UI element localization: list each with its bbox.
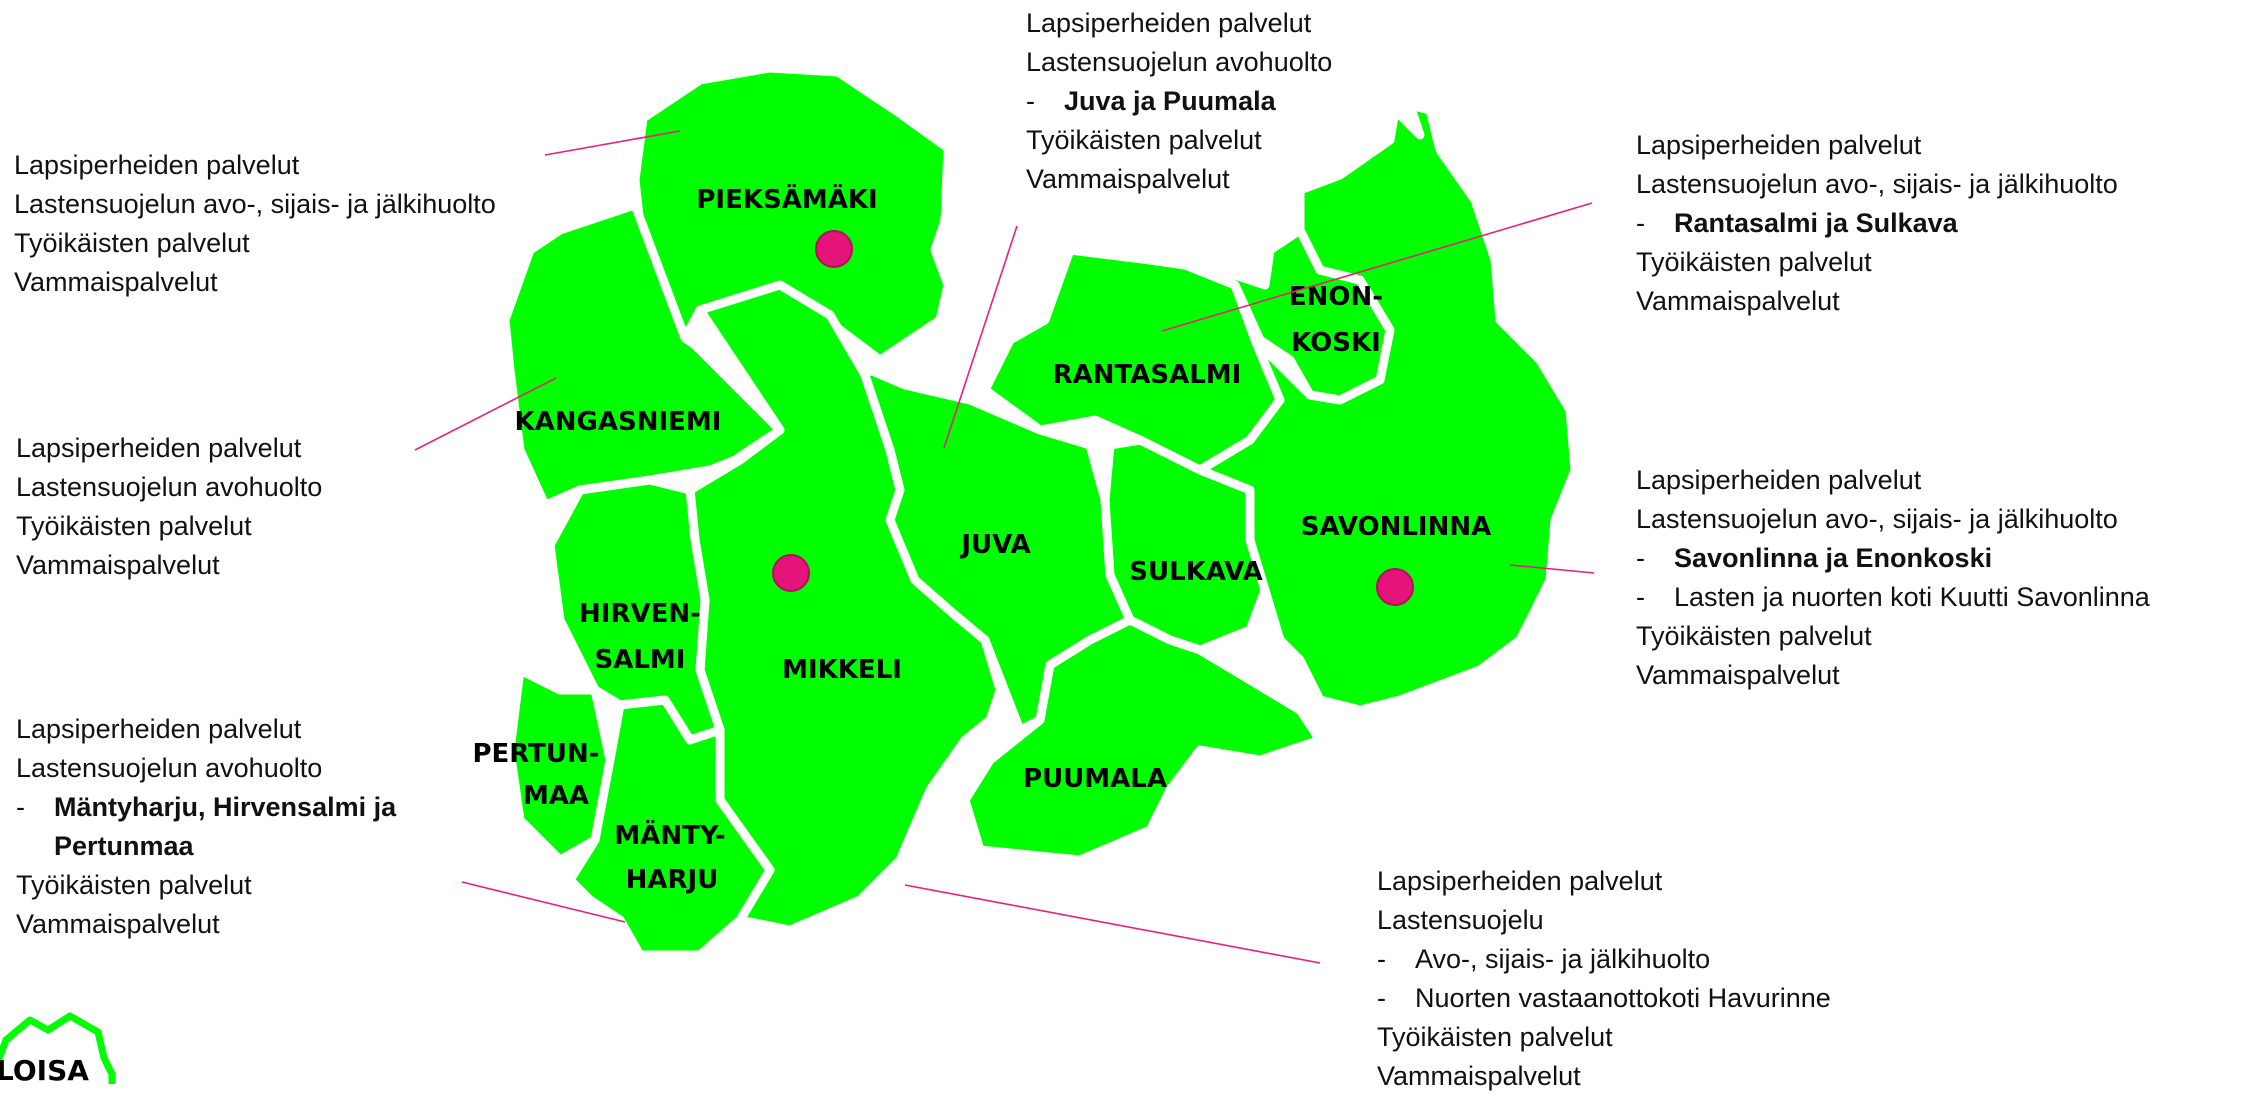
note-bullet-line: -Juva ja Puumala xyxy=(1026,82,1332,121)
region-labels: PIEKSÄMÄKI KANGASNIEMI HIRVEN- SALMI PER… xyxy=(472,183,1491,895)
note-pieksamaki: Lapsiperheiden palvelut Lastensuojelun a… xyxy=(14,146,496,302)
note-bold-text: Rantasalmi ja Sulkava xyxy=(1674,208,1958,238)
note-bullet-line: -Mäntyharju, Hirvensalmi ja xyxy=(16,788,396,827)
note-rantasalmi: Lapsiperheiden palvelut Lastensuojelun a… xyxy=(1636,126,2118,321)
label-hirvensalmi-1: HIRVEN- xyxy=(579,599,701,629)
note-bullet-line: -Savonlinna ja Enonkoski xyxy=(1636,539,2150,578)
label-mantyharju-2: HARJU xyxy=(626,865,719,895)
note-line: Lastensuojelun avo-, sijais- ja jälkihuo… xyxy=(1636,169,2118,199)
note-line: Lapsiperheiden palvelut xyxy=(1377,866,1663,896)
note-bold-continuation: Pertunmaa xyxy=(54,831,194,861)
logo-text: LOISA xyxy=(0,1054,89,1084)
logo-outline-shape xyxy=(0,1012,116,1084)
label-savonlinna: SAVONLINNA xyxy=(1301,512,1492,542)
leader-juva xyxy=(943,225,1018,449)
leader-lines xyxy=(414,130,1595,964)
dash: - xyxy=(1377,944,1386,974)
note-line: Lapsiperheiden palvelut xyxy=(1636,465,1922,495)
note-bullet-text: Lasten ja nuorten koti Kuutti Savonlinna xyxy=(1674,582,2150,612)
label-mikkeli: MIKKELI xyxy=(782,655,902,685)
note-line: Vammaispalvelut xyxy=(16,550,220,580)
note-line: Lastensuojelun avo-, sijais- ja jälkihuo… xyxy=(14,189,496,219)
label-mantyharju-1: MÄNTY- xyxy=(614,819,725,851)
note-bullet-line: -Lasten ja nuorten koti Kuutti Savonlinn… xyxy=(1636,578,2150,617)
label-juva: JUVA xyxy=(959,530,1030,560)
leader-savonlinna xyxy=(1509,564,1595,574)
leader-rantasalmi xyxy=(1161,202,1593,332)
note-line: Vammaispalvelut xyxy=(1026,164,1230,194)
city-marker-pieksamaki xyxy=(815,230,853,268)
note-kangasniemi: Lapsiperheiden palvelut Lastensuojelun a… xyxy=(16,429,322,585)
note-juva: Lapsiperheiden palvelut Lastensuojelun a… xyxy=(1026,4,1332,199)
note-bold-text: Juva ja Puumala xyxy=(1064,86,1276,116)
leader-kangasniemi xyxy=(414,377,557,451)
regions xyxy=(500,63,1580,960)
note-bold-text: Savonlinna ja Enonkoski xyxy=(1674,543,1993,573)
note-line: Vammaispalvelut xyxy=(1377,1061,1581,1091)
note-line: Lastensuojelun avohuolto xyxy=(16,472,323,502)
leader-mikkeli xyxy=(904,884,1321,964)
dash: - xyxy=(1377,983,1386,1013)
leader-pieksamaki xyxy=(544,130,681,156)
note-line: Lapsiperheiden palvelut xyxy=(1026,8,1312,38)
note-bold-text: Mäntyharju, Hirvensalmi ja xyxy=(54,792,397,822)
label-enonkoski-1: ENON- xyxy=(1289,282,1383,312)
label-sulkava: SULKAVA xyxy=(1129,557,1262,587)
note-mantyharju: Lapsiperheiden palvelut Lastensuojelun a… xyxy=(16,710,396,944)
label-hirvensalmi-2: SALMI xyxy=(595,645,686,675)
note-line: Lapsiperheiden palvelut xyxy=(14,150,300,180)
note-line: Vammaispalvelut xyxy=(16,909,220,939)
note-bullet-line: -Avo-, sijais- ja jälkihuolto xyxy=(1377,940,1831,979)
label-rantasalmi: RANTASALMI xyxy=(1053,360,1242,390)
note-mikkeli: Lapsiperheiden palvelut Lastensuojelu -A… xyxy=(1377,862,1831,1096)
note-line: Lastensuojelun avohuolto xyxy=(16,753,323,783)
note-line: Lastensuojelun avo-, sijais- ja jälkihuo… xyxy=(1636,504,2118,534)
dash: - xyxy=(1636,543,1645,573)
region-savonlinna[interactable] xyxy=(1195,100,1580,715)
note-line: Työikäisten palvelut xyxy=(14,228,250,258)
dash: - xyxy=(16,792,25,822)
note-bullet-text: Nuorten vastaanottokoti Havurinne xyxy=(1415,983,1831,1013)
note-line: Lapsiperheiden palvelut xyxy=(16,433,302,463)
note-line: Työikäisten palvelut xyxy=(1377,1022,1613,1052)
note-line: Lastensuojelu xyxy=(1377,905,1544,935)
note-line: Vammaispalvelut xyxy=(1636,286,1840,316)
dash: - xyxy=(1026,86,1035,116)
note-line: Työikäisten palvelut xyxy=(1026,125,1262,155)
note-line: Lapsiperheiden palvelut xyxy=(16,714,302,744)
label-pertunmaa-2: MAA xyxy=(523,781,589,811)
label-pertunmaa-1: PERTUN- xyxy=(472,739,599,769)
note-line: Työikäisten palvelut xyxy=(16,511,252,541)
label-enonkoski-2: KOSKI xyxy=(1291,328,1381,358)
city-marker-mikkeli xyxy=(772,554,810,592)
note-line: Työikäisten palvelut xyxy=(1636,247,1872,277)
note-line: Työikäisten palvelut xyxy=(1636,621,1872,651)
note-line: Vammaispalvelut xyxy=(1636,660,1840,690)
label-pieksamaki: PIEKSÄMÄKI xyxy=(696,183,877,215)
leader-mantyharju xyxy=(461,881,626,923)
note-bullet-line: -Rantasalmi ja Sulkava xyxy=(1636,204,2118,243)
note-savonlinna: Lapsiperheiden palvelut Lastensuojelun a… xyxy=(1636,461,2150,695)
note-bullet-text: Avo-, sijais- ja jälkihuolto xyxy=(1415,944,1711,974)
note-line: Työikäisten palvelut xyxy=(16,870,252,900)
note-line: Lastensuojelun avohuolto xyxy=(1026,47,1333,77)
note-bullet-line: -Nuorten vastaanottokoti Havurinne xyxy=(1377,979,1831,1018)
label-kangasniemi: KANGASNIEMI xyxy=(515,407,722,437)
region-puumala[interactable] xyxy=(960,615,1325,865)
loisa-logo: LOISA xyxy=(0,1012,116,1084)
dash: - xyxy=(1636,582,1645,612)
note-line: Vammaispalvelut xyxy=(14,267,218,297)
region-mantyharju[interactable] xyxy=(565,695,775,960)
dash: - xyxy=(1636,208,1645,238)
label-puumala: PUUMALA xyxy=(1023,764,1167,794)
note-line: Lapsiperheiden palvelut xyxy=(1636,130,1922,160)
city-marker-savonlinna xyxy=(1376,568,1414,606)
